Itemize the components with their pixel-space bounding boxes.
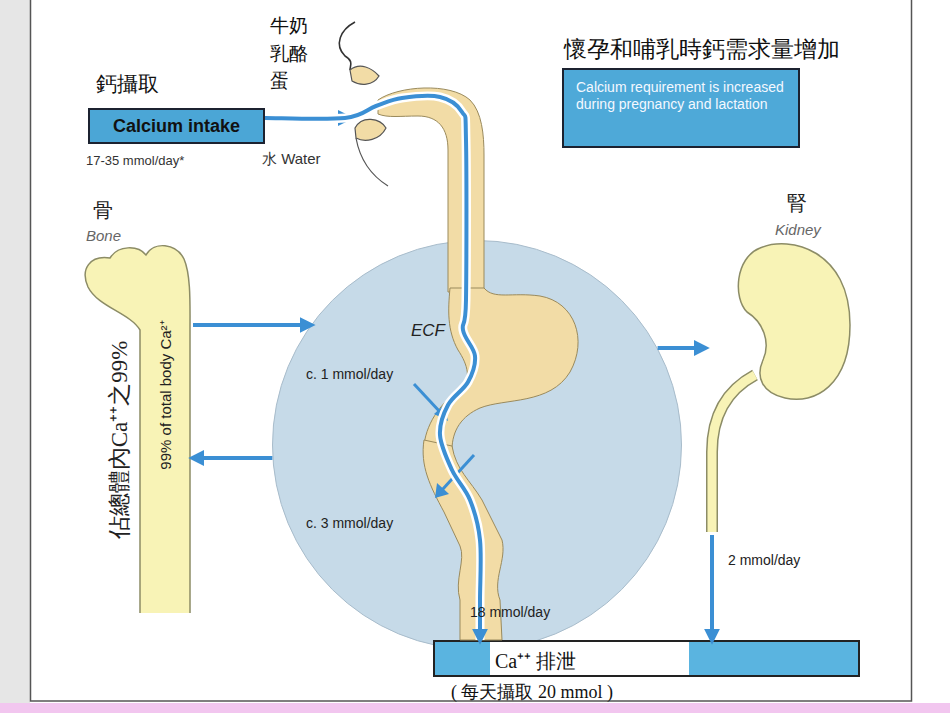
flow-arrow — [193, 456, 272, 460]
intake-box: 鈣攝取Calcium intake — [88, 108, 265, 144]
flow-arrow — [265, 96, 481, 640]
bone-node: 骨 Bone 99% of total body Ca²⁺ 佔總體內Ca⁺⁺之99% — [78, 195, 193, 615]
frame-border — [31, 0, 912, 701]
box-text: Ca⁺⁺ 排泄 — [495, 647, 576, 675]
part-name: Kidney — [775, 221, 821, 238]
flow-rate: 2 mmol/day — [728, 552, 800, 568]
diagram-label: 水 Water — [262, 150, 321, 169]
bone-note: 佔總體內Ca⁺⁺之99% — [102, 341, 135, 540]
nose-outline — [339, 22, 355, 70]
ureter-shape — [712, 375, 755, 532]
secretion-arrowhead — [434, 405, 448, 421]
flow-arrow — [193, 323, 311, 327]
mouth-arrowhead — [338, 110, 354, 126]
connector-halo — [265, 96, 481, 640]
lower-lip — [355, 119, 386, 140]
secretion-arrow — [414, 384, 441, 413]
absorption-arrowhead — [435, 483, 449, 498]
heading-text: 懷孕和哺乳時鈣需求量增加 — [564, 34, 840, 65]
diagram-label: 牛奶 乳酪 蛋 — [270, 12, 318, 95]
kidney-node: 腎 Kidney — [705, 190, 860, 535]
ureter-outline — [712, 375, 755, 532]
bone-illustration — [78, 195, 193, 615]
stomach-shape — [424, 288, 578, 450]
bottom-band — [0, 703, 950, 713]
part-name: 腎 — [787, 190, 807, 217]
kidney-illustration — [705, 190, 860, 535]
compartment-name: ECF — [411, 321, 445, 341]
chin-outline — [356, 138, 388, 186]
diagram-label: 17-35 mmol/day* — [86, 153, 184, 168]
box-text: Calcium requirement is increased during … — [564, 70, 798, 121]
upper-lip — [350, 66, 379, 84]
bone-note: 99% of total body Ca²⁺ — [155, 320, 175, 469]
box-note: ( 每天攝取 20 mmol ) — [451, 680, 613, 704]
excretion-box: Ca⁺⁺ 排泄( 每天攝取 20 mmol ) — [433, 640, 860, 677]
esophagus-shape — [378, 88, 484, 292]
heading-text: 鈣攝取 — [96, 70, 159, 98]
ecf-circle: ECF — [272, 240, 682, 650]
box-text: Calcium intake — [90, 110, 263, 142]
flow-arrow — [658, 346, 705, 350]
flow-arrow — [710, 535, 714, 640]
part-name: 骨 — [93, 197, 113, 224]
part-name: Bone — [86, 227, 121, 244]
intestine-shape — [423, 440, 503, 640]
kidney-shape — [738, 244, 850, 400]
page-margin — [0, 0, 30, 713]
bone-shape — [85, 246, 190, 613]
absorption-arrow — [442, 455, 474, 490]
note-box: 懷孕和哺乳時鈣需求量增加Calcium requirement is incre… — [562, 68, 800, 148]
